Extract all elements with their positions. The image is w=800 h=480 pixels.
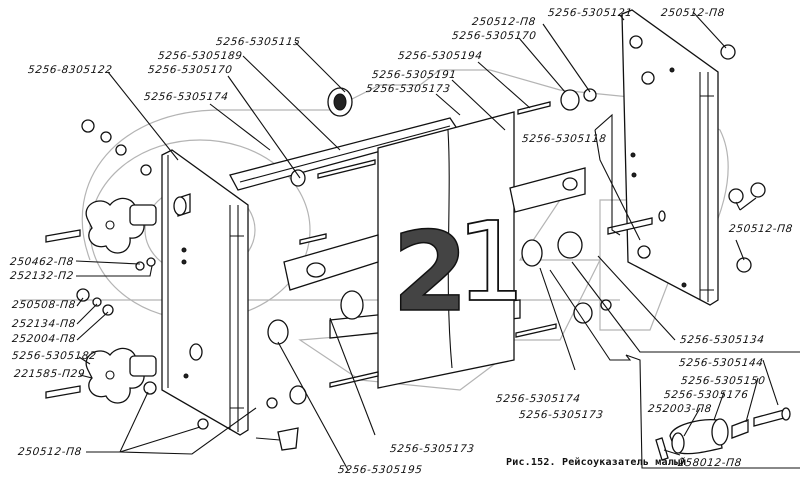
number-plate xyxy=(377,111,515,389)
number-digit-1: 2 xyxy=(392,208,469,336)
part-label: 250512-П8 xyxy=(728,223,794,235)
figure-caption: Рис.152. Рейсоуказатель малый xyxy=(506,457,687,468)
small-clip xyxy=(255,427,299,451)
part-label: 252003-П8 xyxy=(647,403,713,415)
part-label: 5256-5305191 xyxy=(371,69,458,81)
bushings-middle xyxy=(267,88,612,405)
part-label: 5256-5305170 xyxy=(451,30,538,42)
part-label: 5256-5305174 xyxy=(143,91,230,103)
knob-lower xyxy=(85,347,157,404)
part-label: 5256-5305121 xyxy=(547,7,634,19)
part-label: 5256-5305174 xyxy=(495,393,582,405)
part-label: 250512-П8 xyxy=(17,446,83,458)
part-label: 5256-5305195 xyxy=(337,464,424,476)
part-label: 5256-5305182 xyxy=(11,350,98,362)
detail-inset xyxy=(625,354,800,469)
part-label: 250512-П8 xyxy=(471,16,537,28)
part-label: 5256-5305134 xyxy=(679,334,766,346)
long-screws xyxy=(299,101,557,388)
part-label: 5256-5305176 xyxy=(663,389,750,401)
number-digit-2: 1 xyxy=(456,198,526,326)
spacer-sleeve xyxy=(327,87,353,117)
part-label: 252132-П2 xyxy=(9,270,75,282)
part-label: 252004-П8 xyxy=(11,333,77,345)
lamp-holder-channel xyxy=(283,167,586,291)
part-label: 250508-П8 xyxy=(11,299,77,311)
part-label: 250462-П8 xyxy=(9,256,75,268)
part-label: 5256-8305122 xyxy=(27,64,114,76)
fasteners-left xyxy=(76,119,278,430)
part-label: 221585-П29 xyxy=(13,368,86,380)
part-label: 5256-5305115 xyxy=(215,36,302,48)
fasteners-right xyxy=(720,44,766,273)
screws-left xyxy=(45,229,81,399)
part-label: 5256-5305144 xyxy=(678,357,765,369)
part-label: 5256-5305118 xyxy=(521,133,608,145)
leader-lines xyxy=(75,11,800,471)
part-label: 5256-5305173 xyxy=(518,409,605,421)
part-label: 5256-5305173 xyxy=(389,443,476,455)
part-label: 258012-П8 xyxy=(677,457,743,469)
part-label: 5256-5305170 xyxy=(147,64,234,76)
part-label: 5256-5305150 xyxy=(680,375,767,387)
part-label: 5256-5305194 xyxy=(397,50,484,62)
part-label: 5256-5305189 xyxy=(157,50,244,62)
left-bracket-plate xyxy=(161,149,249,436)
part-label: 5256-5305173 xyxy=(365,83,452,95)
knob-upper xyxy=(85,197,157,254)
part-label: 250512-П8 xyxy=(660,7,726,19)
part-label: 252134-П8 xyxy=(11,318,77,330)
right-bracket-plate xyxy=(607,9,719,306)
